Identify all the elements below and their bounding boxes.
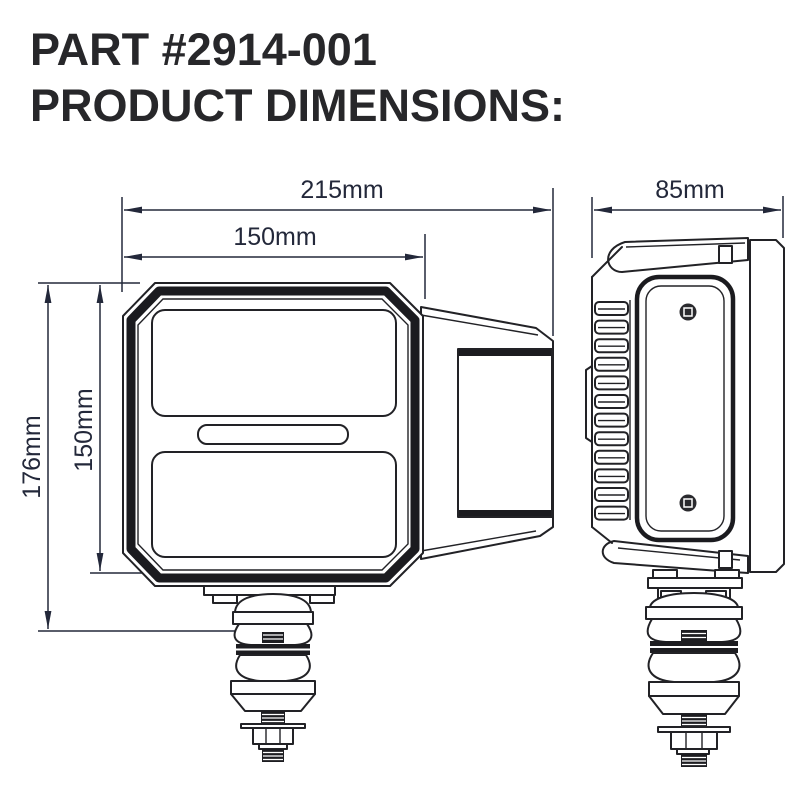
housing-outer-outline (122, 282, 424, 587)
fin (594, 394, 629, 409)
mount-collar (676, 748, 710, 755)
mount-clamp-bar-2 (236, 650, 310, 655)
mount-band (232, 611, 314, 625)
front-view-dimension-lines (38, 188, 554, 632)
bottom-bracket-strap (601, 540, 749, 574)
panel-inner-line (645, 285, 725, 532)
bracket-back-block (749, 239, 785, 573)
screw-head (679, 303, 697, 321)
mount-tab-right (714, 569, 740, 579)
bottom-strap-outline (601, 540, 749, 574)
fin (594, 431, 629, 447)
mount-nut (252, 727, 294, 745)
side-clip-tab (585, 365, 593, 443)
fin (594, 468, 629, 484)
top-strap-clasp (718, 245, 733, 264)
housing-black-bezel (126, 286, 420, 583)
mount-tab-right (309, 594, 335, 604)
mount-dome (234, 593, 312, 613)
front-bracket-wing (420, 306, 554, 560)
mount-clamp-bar-1 (650, 641, 738, 646)
mount-thread-upper-hatch (682, 632, 706, 639)
side-view-dimension-lines (591, 196, 784, 258)
panel-screw-bottom (679, 494, 697, 512)
fin (594, 449, 629, 465)
bracket-wing-window (457, 348, 553, 518)
dim-label-depth: 85mm (655, 176, 724, 204)
part-number-title: PART #2914-001 (30, 24, 377, 75)
heatsink-fins (594, 301, 629, 521)
mount-cylinder (648, 681, 740, 697)
screw-socket (683, 307, 693, 317)
back-cover-panel (634, 274, 736, 543)
mount-stud-hatch (682, 756, 706, 766)
mount-thread-upper-hatch (263, 634, 283, 640)
front-housing (122, 282, 424, 587)
mount-nut (670, 731, 718, 750)
fin (594, 338, 629, 354)
mount-stud-hatch (263, 751, 283, 761)
mount-tab-left (212, 594, 238, 604)
mount-thread-upper (681, 630, 707, 641)
mount-thread-lower-hatch (682, 716, 706, 726)
mount-ball (235, 654, 311, 682)
mount-thread-lower-hatch (262, 713, 284, 723)
mount-skirt (230, 693, 316, 712)
mount-clamp-bar-1 (236, 644, 310, 649)
top-strap-inner-line (625, 242, 746, 248)
dim-label-total-height: 176mm (18, 415, 46, 498)
lower-lens (151, 451, 397, 558)
fin (594, 375, 629, 391)
front-view-drawing: 215mm 150mm 176mm 150mm (18, 176, 554, 762)
mount-plate-1 (647, 577, 743, 589)
mount-collar (258, 743, 288, 750)
title-block: PART #2914-001 PRODUCT DIMENSIONS: (30, 22, 565, 134)
mount-dome (649, 592, 739, 608)
mount-clamp-bar-2 (650, 648, 738, 653)
fin (594, 487, 629, 502)
mount-band (645, 606, 743, 620)
side-body-outline (585, 246, 631, 544)
panel-screw-top (679, 303, 697, 321)
mount-skirt (648, 695, 740, 715)
dim-label-housing-width: 150mm (233, 223, 316, 251)
side-view-drawing: 85mm (585, 176, 785, 767)
fin (594, 505, 629, 521)
body-bottom-chamfer (591, 526, 613, 544)
bottom-strap-clasp (718, 550, 733, 569)
mount-ball (647, 652, 741, 683)
bracket-wing-inner-top (420, 314, 539, 336)
front-pedestal-mount (203, 583, 336, 762)
fin (594, 356, 629, 372)
screw-head (679, 494, 697, 512)
fin (594, 301, 629, 316)
mount-cylinder (230, 680, 316, 695)
fin (594, 412, 629, 428)
bracket-wing-inner-bottom (420, 530, 537, 552)
product-dimensions-title: PRODUCT DIMENSIONS: (30, 80, 566, 131)
side-pedestal-mount (645, 569, 743, 767)
dim-label-total-width: 215mm (300, 176, 383, 204)
dim-label-housing-height: 150mm (70, 388, 98, 471)
mount-tab-left (652, 569, 678, 579)
mount-thread-upper (262, 632, 284, 643)
upper-lens (151, 309, 397, 417)
fin (594, 319, 629, 335)
housing-inner-outline (137, 298, 409, 571)
panel-outer (634, 274, 736, 543)
top-bracket-strap (607, 237, 749, 273)
center-slot (197, 424, 349, 445)
body-top-chamfer (591, 246, 623, 278)
screw-socket (683, 498, 693, 508)
